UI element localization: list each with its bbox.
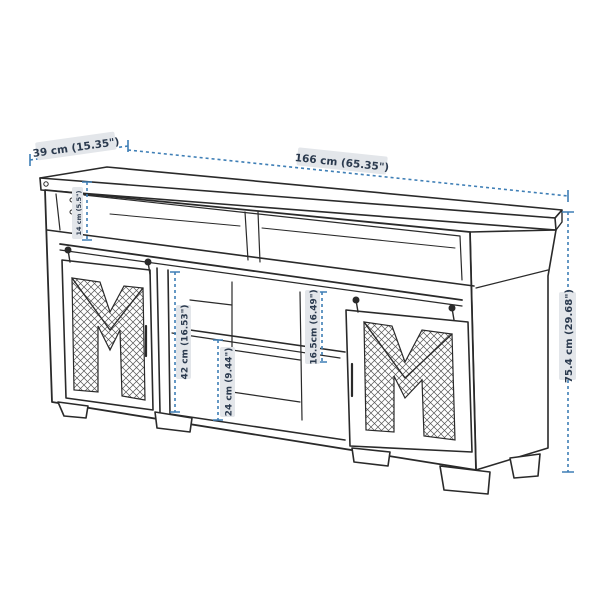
right-side-panel — [469, 229, 557, 471]
top-shelf-height-text: 14 cm (5.5") — [75, 190, 83, 235]
width-dimension-label: 166 cm (65.35") — [294, 147, 390, 175]
leg-front-right-left — [351, 447, 391, 467]
leg-front-right — [439, 465, 491, 495]
top-shelf-height-label: 14 cm (5.5") — [72, 187, 83, 239]
barn-door-rail — [59, 243, 463, 301]
cabinet-height-label: 42 cm (16.53") — [176, 305, 191, 380]
leg-front-center — [154, 411, 193, 433]
tv-stand-drawing — [39, 166, 563, 495]
bottom-gap-text: 24 cm (9.44") — [225, 348, 235, 417]
height-dimension-text: 75.4 cm (29.68") — [564, 289, 575, 383]
shelf-gap-label: 16.5cm (6.49") — [305, 289, 320, 365]
leg-front-left — [57, 401, 89, 419]
height-dimension-label: 75.4 cm (29.68") — [559, 289, 576, 383]
bottom-gap-label: 24 cm (9.44") — [220, 347, 235, 417]
dimension-lines — [29, 140, 574, 473]
shelf-gap-text: 16.5cm (6.49") — [310, 289, 320, 364]
depth-dimension-label: 39 cm (15.35") — [32, 131, 120, 161]
cabinet-height-text: 42 cm (16.53") — [181, 305, 191, 380]
leg-back-right — [509, 453, 541, 479]
right-door-mesh — [363, 321, 456, 441]
